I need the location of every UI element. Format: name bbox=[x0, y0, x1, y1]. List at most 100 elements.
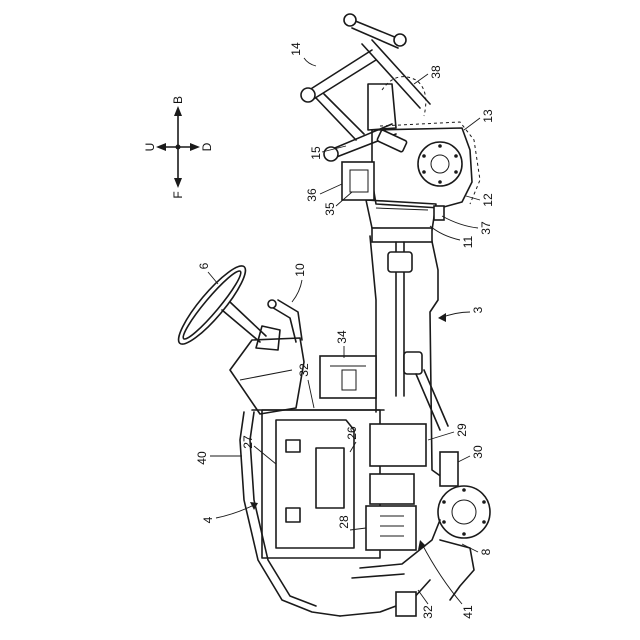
leader-11 bbox=[430, 226, 460, 240]
numeral-34: 34 bbox=[335, 330, 349, 344]
front-axle-bracket bbox=[440, 540, 474, 600]
leader-37 bbox=[442, 216, 478, 228]
front-drive-shaft bbox=[416, 374, 440, 430]
lever-1 bbox=[270, 306, 296, 342]
shaft-coupling-mid bbox=[404, 352, 422, 374]
rear-case-seam bbox=[376, 208, 428, 210]
component-29 bbox=[370, 424, 426, 466]
bracket-36 bbox=[342, 162, 374, 200]
numeral-8: 8 bbox=[479, 548, 493, 555]
orientation-compass: B F U D bbox=[143, 96, 214, 199]
numeral-12: 12 bbox=[481, 193, 495, 207]
three-point-hitch bbox=[301, 14, 430, 161]
leader-36 bbox=[320, 184, 342, 194]
battery-box bbox=[320, 356, 376, 398]
case-fitting-37 bbox=[434, 206, 444, 220]
steering-wheel-inner bbox=[178, 267, 245, 343]
leader-4 bbox=[216, 504, 256, 518]
top-link-pin bbox=[344, 14, 356, 26]
leader-13 bbox=[464, 118, 480, 130]
console-panel-line bbox=[240, 370, 292, 380]
hitch-bracket bbox=[368, 84, 396, 130]
numeral-4: 4 bbox=[201, 516, 215, 523]
rear-transmission-case bbox=[366, 84, 480, 230]
frame-lower-edge bbox=[430, 232, 446, 480]
engine-opening bbox=[316, 448, 344, 508]
control-levers bbox=[268, 300, 302, 342]
compass-center-dot bbox=[176, 145, 181, 150]
front-axle-flange bbox=[438, 486, 490, 538]
front-weight-bracket bbox=[396, 592, 416, 616]
front-drive-shaft-edge bbox=[424, 370, 448, 426]
leader-41 bbox=[422, 544, 462, 604]
numeral-10: 10 bbox=[293, 263, 307, 277]
leader-10 bbox=[292, 280, 302, 302]
engine-port-1 bbox=[286, 440, 300, 452]
engine-port-2 bbox=[286, 508, 300, 522]
numeral-13: 13 bbox=[481, 109, 495, 123]
fitting-30 bbox=[440, 452, 458, 486]
leader-32-top bbox=[308, 380, 314, 408]
lower-link-upper bbox=[306, 50, 372, 92]
battery-box-34 bbox=[320, 356, 376, 398]
lever-knob bbox=[268, 300, 276, 308]
front-guard-edge bbox=[352, 574, 404, 578]
numeral-14: 14 bbox=[289, 42, 303, 56]
numeral-40: 40 bbox=[195, 451, 209, 465]
numeral-3: 3 bbox=[471, 306, 485, 313]
numeral-29: 29 bbox=[455, 423, 469, 437]
label-down: D bbox=[200, 142, 214, 151]
leader-27 bbox=[254, 446, 276, 464]
numeral-36: 36 bbox=[305, 188, 319, 202]
leader-26 bbox=[350, 442, 356, 452]
numeral-27: 27 bbox=[241, 435, 255, 449]
rear-axle-flange bbox=[418, 142, 462, 186]
component-30 bbox=[370, 474, 414, 504]
numeral-32-top: 32 bbox=[297, 363, 311, 377]
arrow-left-icon bbox=[156, 143, 166, 151]
top-link-edge bbox=[352, 28, 398, 48]
hitch-cylinder bbox=[377, 130, 407, 153]
arrow-up-icon bbox=[174, 106, 182, 116]
leader-6 bbox=[208, 272, 218, 284]
label-up: U bbox=[143, 143, 157, 152]
lower-link-pin bbox=[301, 88, 315, 102]
numeral-37: 37 bbox=[479, 221, 493, 235]
lift-arm bbox=[362, 44, 420, 108]
numeral-11: 11 bbox=[461, 235, 475, 248]
numeral-32-bottom: 32 bbox=[421, 605, 435, 619]
leader-32-bottom bbox=[418, 590, 428, 604]
shaft-coupling-rear bbox=[388, 252, 412, 272]
leader-30 bbox=[458, 456, 470, 462]
component-28 bbox=[366, 506, 416, 550]
top-link-end-pin bbox=[394, 34, 406, 46]
arrow-right-icon bbox=[190, 143, 200, 151]
label-back: B bbox=[171, 96, 185, 104]
numeral-41: 41 bbox=[461, 605, 475, 619]
numeral-28: 28 bbox=[337, 515, 351, 529]
bonnet-outline-40 bbox=[240, 412, 340, 616]
label-front: F bbox=[171, 191, 185, 198]
lower-link-front-pin bbox=[324, 147, 338, 161]
numeral-30: 30 bbox=[471, 445, 485, 459]
numeral-38: 38 bbox=[429, 65, 443, 79]
engine-room-frame bbox=[262, 410, 380, 558]
arrow-down-icon bbox=[174, 178, 182, 188]
leader-12 bbox=[466, 196, 480, 200]
leader-38 bbox=[414, 74, 428, 84]
hitch-swing-arc bbox=[382, 77, 426, 116]
arrowhead-3 bbox=[438, 313, 446, 322]
numeral-35: 35 bbox=[323, 202, 337, 216]
leader-28 bbox=[350, 528, 366, 530]
numeral-6: 6 bbox=[197, 262, 211, 269]
seat-bracket-assembly bbox=[342, 162, 374, 200]
leader-14 bbox=[304, 58, 316, 66]
frame-rear-flange bbox=[372, 228, 432, 242]
lift-arm-edge bbox=[372, 40, 430, 104]
lower-link-upper-edge bbox=[312, 60, 376, 100]
steering-assembly bbox=[171, 259, 280, 351]
numeral-15: 15 bbox=[309, 146, 323, 160]
bonnet-inner bbox=[250, 412, 316, 606]
